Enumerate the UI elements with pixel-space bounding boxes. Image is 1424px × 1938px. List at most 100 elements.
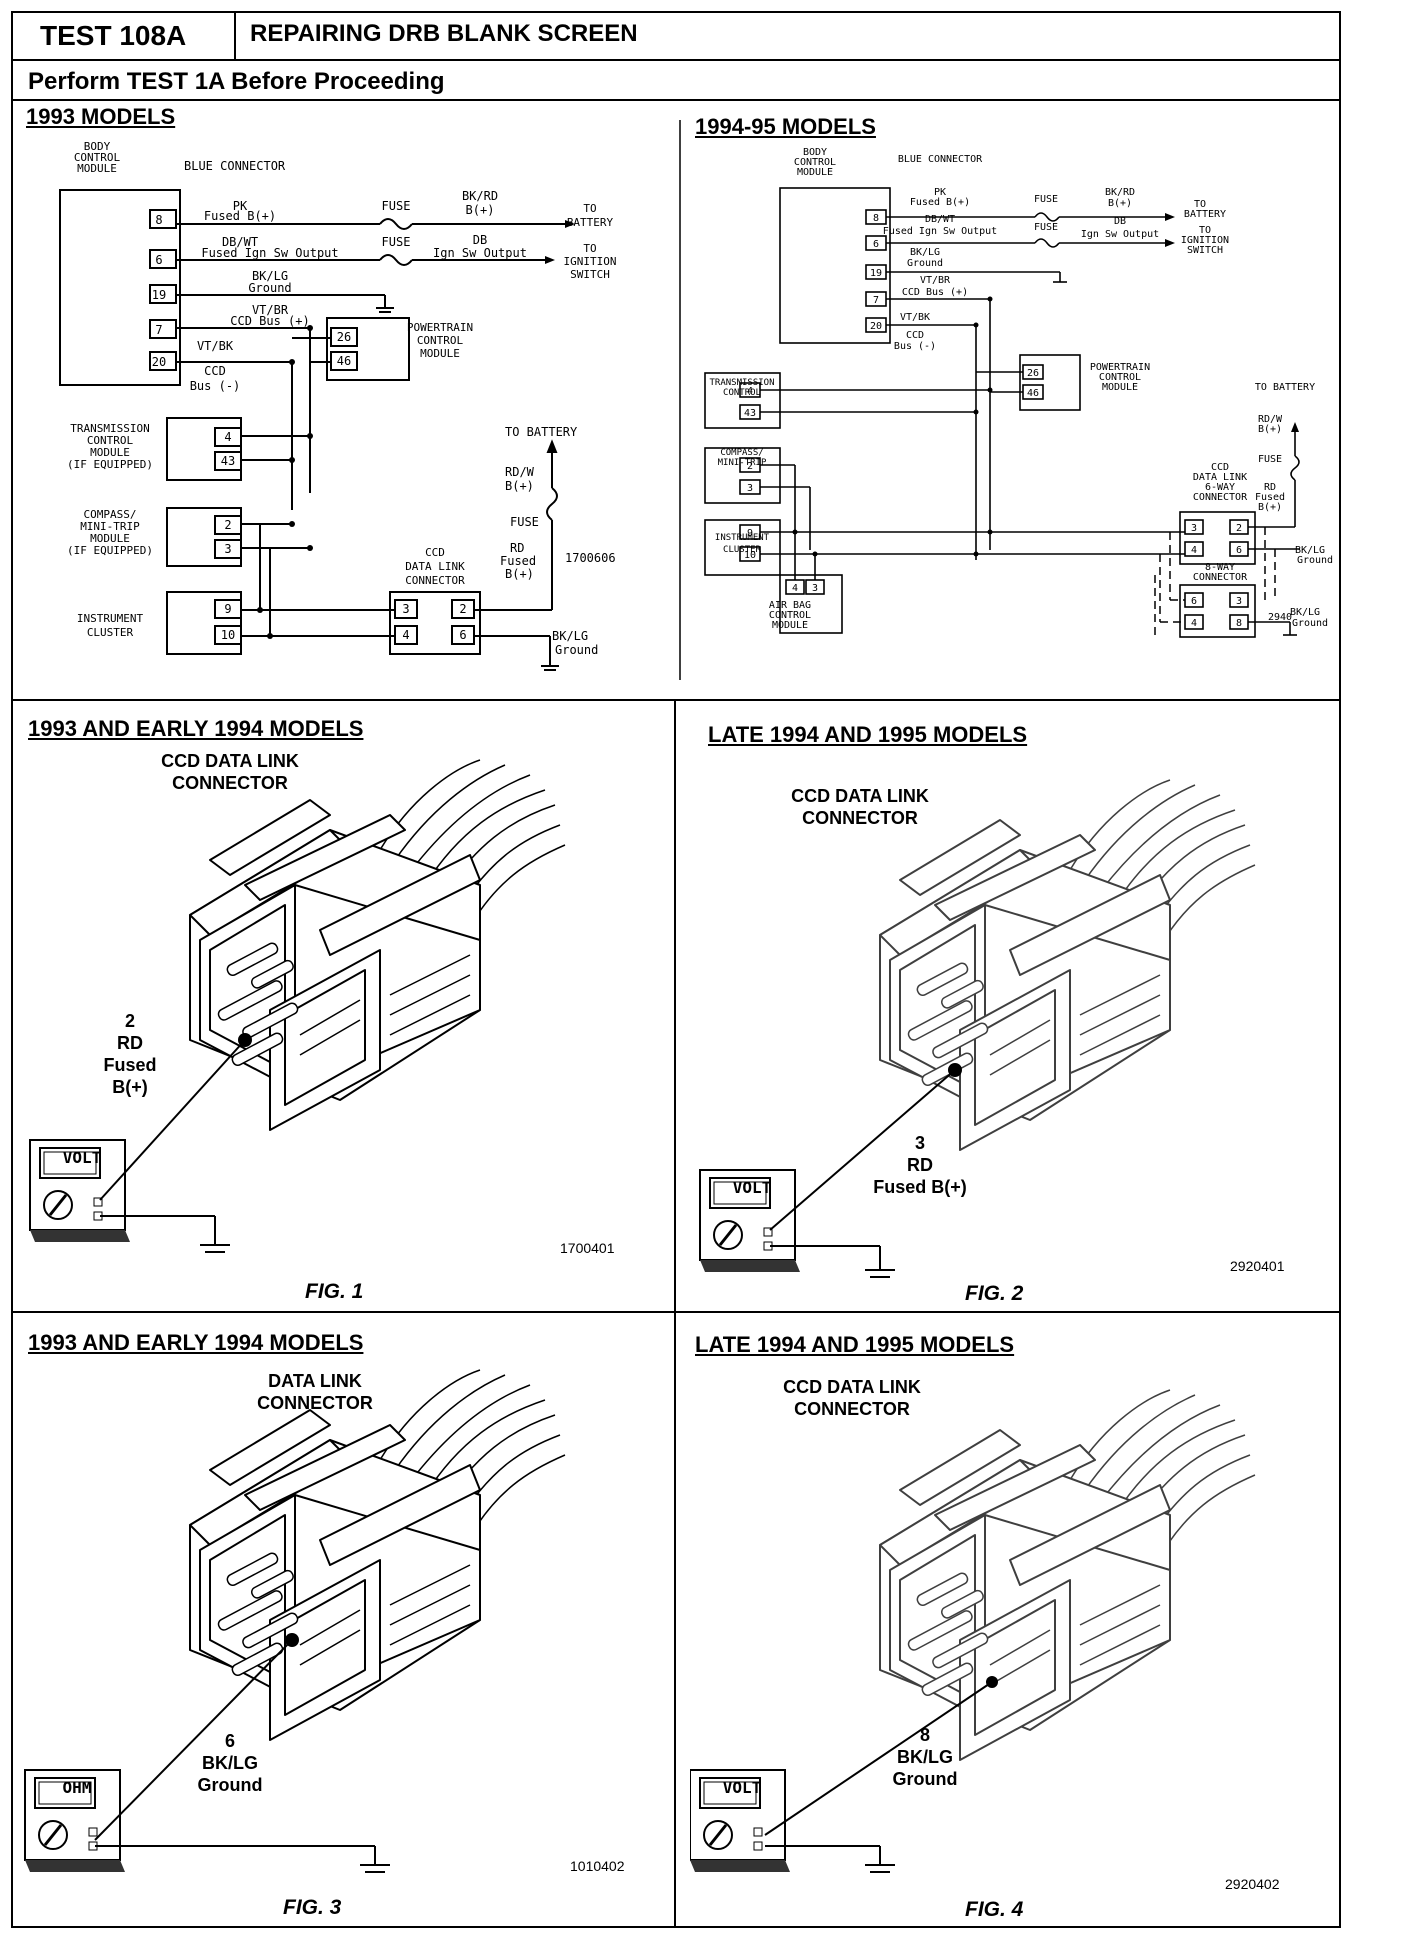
svg-text:B(+): B(+) <box>1108 198 1132 209</box>
svg-text:6: 6 <box>873 239 879 250</box>
svg-text:CCD: CCD <box>1211 462 1229 473</box>
svg-text:BK/RD: BK/RD <box>462 189 498 203</box>
svg-text:FUSE: FUSE <box>382 199 411 213</box>
svg-text:PK: PK <box>233 199 248 213</box>
svg-text:BK/LG: BK/LG <box>252 269 288 283</box>
fig3-pin: 6 <box>224 1731 235 1751</box>
svg-text:10: 10 <box>221 628 235 642</box>
svg-text:MINI-TRIP: MINI-TRIP <box>718 458 767 468</box>
svg-text:POWERTRAIN: POWERTRAIN <box>407 321 473 334</box>
svg-text:BK/LG: BK/LG <box>1295 545 1325 556</box>
svg-text:Ground: Ground <box>248 281 291 295</box>
svg-text:CLUSTER: CLUSTER <box>723 545 762 555</box>
svg-text:VT/BK: VT/BK <box>197 339 234 353</box>
svg-text:9: 9 <box>224 602 231 616</box>
svg-text:3: 3 <box>1191 523 1197 534</box>
svg-text:BATTERY: BATTERY <box>567 216 614 229</box>
svg-text:B(+): B(+) <box>1258 424 1282 435</box>
svg-text:26: 26 <box>337 330 351 344</box>
svg-text:6: 6 <box>459 628 466 642</box>
svg-text:TO: TO <box>1194 199 1206 210</box>
fig1-meter-label: VOLT <box>63 1148 102 1167</box>
svg-text:20: 20 <box>870 321 882 332</box>
svg-text:46: 46 <box>337 354 351 368</box>
fig-code: 2940 <box>1268 612 1292 623</box>
svg-text:BK/LG: BK/LG <box>910 247 940 258</box>
fig2-caption: FIG. 2 <box>965 1282 1024 1305</box>
svg-text:CCD: CCD <box>906 330 924 341</box>
fig4-code: 2920402 <box>1225 1876 1280 1892</box>
svg-text:10: 10 <box>744 550 756 561</box>
svg-text:BODY: BODY <box>84 140 111 153</box>
fig2-connector-label: CCD DATA LINK CONNECTOR <box>791 786 929 828</box>
fig2-wire: RD <box>907 1155 933 1175</box>
fig2-meter-label: VOLT <box>733 1178 772 1197</box>
bcm-pin: 6 <box>155 253 162 267</box>
svg-text:BK/LG: BK/LG <box>1290 607 1320 618</box>
svg-text:Ground: Ground <box>1297 555 1333 566</box>
section-title-1993: 1993 MODELS <box>26 104 176 129</box>
svg-text:4: 4 <box>402 628 409 642</box>
fig1-circuit: Fused B(+) <box>103 1055 157 1097</box>
fig-code: 1700606 <box>565 551 616 565</box>
svg-text:3: 3 <box>812 583 818 594</box>
fig1-wire: RD <box>117 1033 143 1053</box>
fig3-connector-drawing: OHM <box>23 1369 566 1874</box>
svg-text:MODULE: MODULE <box>772 620 808 631</box>
svg-text:2: 2 <box>459 602 466 616</box>
svg-text:6-WAY: 6-WAY <box>1205 482 1235 493</box>
svg-text:CCD Bus (+): CCD Bus (+) <box>230 314 309 328</box>
svg-text:7: 7 <box>873 295 879 306</box>
svg-text:CONTROL: CONTROL <box>723 388 761 398</box>
fig4-title: LATE 1994 AND 1995 MODELS <box>695 1332 1015 1357</box>
svg-text:FUSE: FUSE <box>1034 194 1058 205</box>
svg-text:CONNECTOR: CONNECTOR <box>1193 492 1248 503</box>
svg-text:CONNECTOR: CONNECTOR <box>1193 572 1248 583</box>
fig4-wire: BK/LG <box>897 1747 953 1767</box>
svg-text:BODY: BODY <box>803 147 827 158</box>
fig2-title: LATE 1994 AND 1995 MODELS <box>708 722 1028 747</box>
svg-text:CONTROL: CONTROL <box>87 434 134 447</box>
svg-text:SWITCH: SWITCH <box>570 268 610 281</box>
svg-text:CONTROL: CONTROL <box>74 151 121 164</box>
svg-text:CONTROL: CONTROL <box>769 610 811 621</box>
section-title-1994: 1994-95 MODELS <box>695 114 876 139</box>
test-id: TEST 108A <box>40 20 187 51</box>
svg-text:TRANSMISSION: TRANSMISSION <box>709 378 774 388</box>
svg-text:2: 2 <box>224 518 231 532</box>
fig1-code: 1700401 <box>560 1240 615 1256</box>
fig4-caption: FIG. 4 <box>965 1898 1024 1921</box>
svg-text:TO: TO <box>583 242 596 255</box>
svg-text:BLUE CONNECTOR: BLUE CONNECTOR <box>898 154 983 165</box>
svg-text:CONTROL: CONTROL <box>417 334 464 347</box>
svg-text:3: 3 <box>402 602 409 616</box>
svg-text:TRANSMISSION: TRANSMISSION <box>70 422 149 435</box>
svg-text:Ign Sw Output: Ign Sw Output <box>433 246 527 260</box>
svg-text:IGNITION: IGNITION <box>564 255 617 268</box>
svg-text:BK/LG: BK/LG <box>552 629 588 643</box>
svg-text:MODULE: MODULE <box>77 162 117 175</box>
svg-text:AIR BAG: AIR BAG <box>769 600 811 611</box>
bcm-pin: 8 <box>155 213 162 227</box>
svg-text:BK/RD: BK/RD <box>1105 187 1135 198</box>
fig1-caption: FIG. 1 <box>305 1280 364 1303</box>
svg-text:CCD: CCD <box>204 364 226 378</box>
svg-text:2: 2 <box>747 461 753 472</box>
svg-text:DB: DB <box>1114 216 1126 227</box>
svg-text:Ground: Ground <box>1292 618 1328 629</box>
fig3-meter-label: OHM <box>63 1778 92 1797</box>
svg-text:CONTROL: CONTROL <box>794 157 836 168</box>
svg-text:COMPASS/: COMPASS/ <box>720 448 763 458</box>
svg-text:VT/BR: VT/BR <box>920 275 951 286</box>
svg-text:POWERTRAIN: POWERTRAIN <box>1090 362 1150 373</box>
prereq-note: Perform TEST 1A Before Proceeding <box>28 68 445 95</box>
svg-text:CLUSTER: CLUSTER <box>87 626 134 639</box>
svg-text:COMPASS/: COMPASS/ <box>84 508 137 521</box>
svg-text:FUSE: FUSE <box>510 515 539 529</box>
svg-text:CONNECTOR: CONNECTOR <box>405 574 465 587</box>
svg-text:8: 8 <box>1236 618 1242 629</box>
svg-text:INSTRUMENT: INSTRUMENT <box>77 612 144 625</box>
svg-text:MODULE: MODULE <box>797 167 833 178</box>
svg-text:Fused Ign Sw Output: Fused Ign Sw Output <box>883 226 997 237</box>
